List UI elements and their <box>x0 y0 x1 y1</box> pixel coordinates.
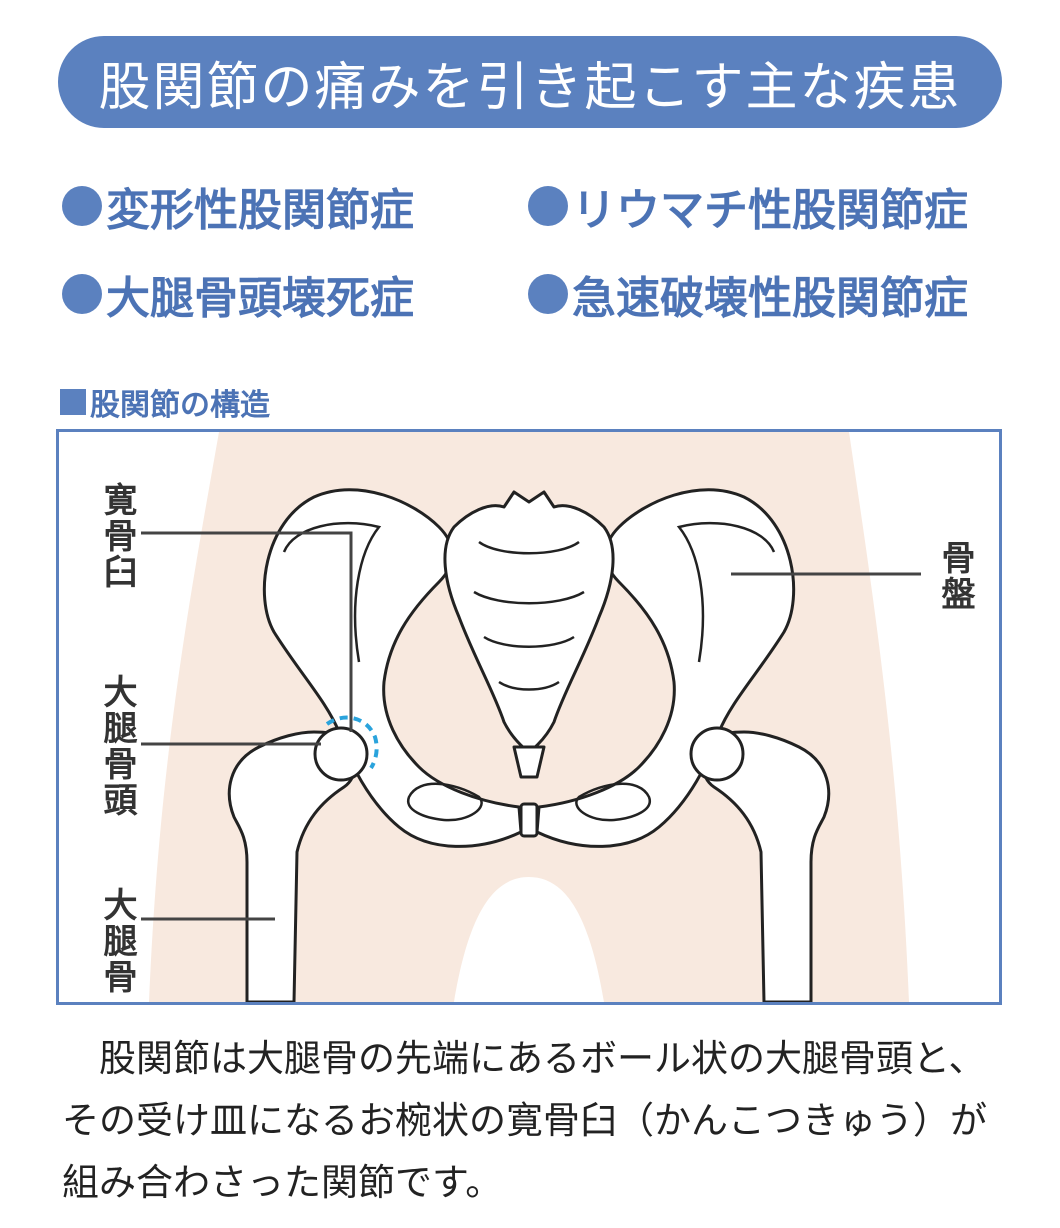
disease-label: 変形性股関節症 <box>106 185 414 236</box>
sacral-line-3 <box>483 635 575 648</box>
sacral-line-1 <box>478 540 580 555</box>
disease-item: 急速破壊性股関節症 <box>528 262 968 326</box>
label-acetabulum: 寛骨臼 <box>97 482 137 590</box>
label-femoral-head: 大腿骨頭 <box>97 674 137 818</box>
description-paragraph: 股関節は大腿骨の先端にあるボール状の大腿骨頭と、その受け皿になるお椀状の寛骨臼（… <box>62 1037 987 1204</box>
right-femoral-head <box>689 726 745 782</box>
section-heading: 股関節の構造 <box>60 380 270 424</box>
left-femoral-head <box>313 726 369 782</box>
bullet-dot-icon <box>528 274 568 314</box>
hip-joint-illustration <box>141 432 921 1002</box>
sacral-line-4 <box>498 680 560 691</box>
disease-item: 大腿骨頭壊死症 <box>62 262 414 326</box>
right-iliac-inner-line <box>676 521 776 663</box>
disease-label: 急速破壊性股関節症 <box>572 273 968 324</box>
section-heading-text: 股関節の構造 <box>90 388 270 423</box>
leader-line-acetabulum <box>141 531 353 732</box>
bullet-dot-icon <box>528 186 568 226</box>
disease-label: 大腿骨頭壊死症 <box>106 273 414 324</box>
disease-label: リウマチ性股関節症 <box>572 185 968 236</box>
pubic-symphysis <box>519 802 539 838</box>
label-pelvis: 骨盤 <box>935 540 975 612</box>
sacral-line-2 <box>473 590 585 605</box>
right-obturator-foramen <box>575 782 651 822</box>
hip-joint-diagram: 寛骨臼 大腿骨頭 大腿骨 骨盤 <box>56 429 1002 1005</box>
bullet-dot-icon <box>62 274 102 314</box>
sacrum <box>443 490 615 754</box>
bullet-dot-icon <box>62 186 102 226</box>
coccyx <box>512 745 546 779</box>
acetabulum-highlight <box>325 715 379 770</box>
disease-item: リウマチ性股関節症 <box>528 174 968 238</box>
label-femur: 大腿骨 <box>97 887 137 995</box>
disease-item: 変形性股関節症 <box>62 174 414 238</box>
left-obturator-foramen <box>407 782 483 822</box>
page-title: 股関節の痛みを引き起こす主な疾患 <box>58 36 1002 128</box>
square-bullet-icon <box>60 389 86 415</box>
